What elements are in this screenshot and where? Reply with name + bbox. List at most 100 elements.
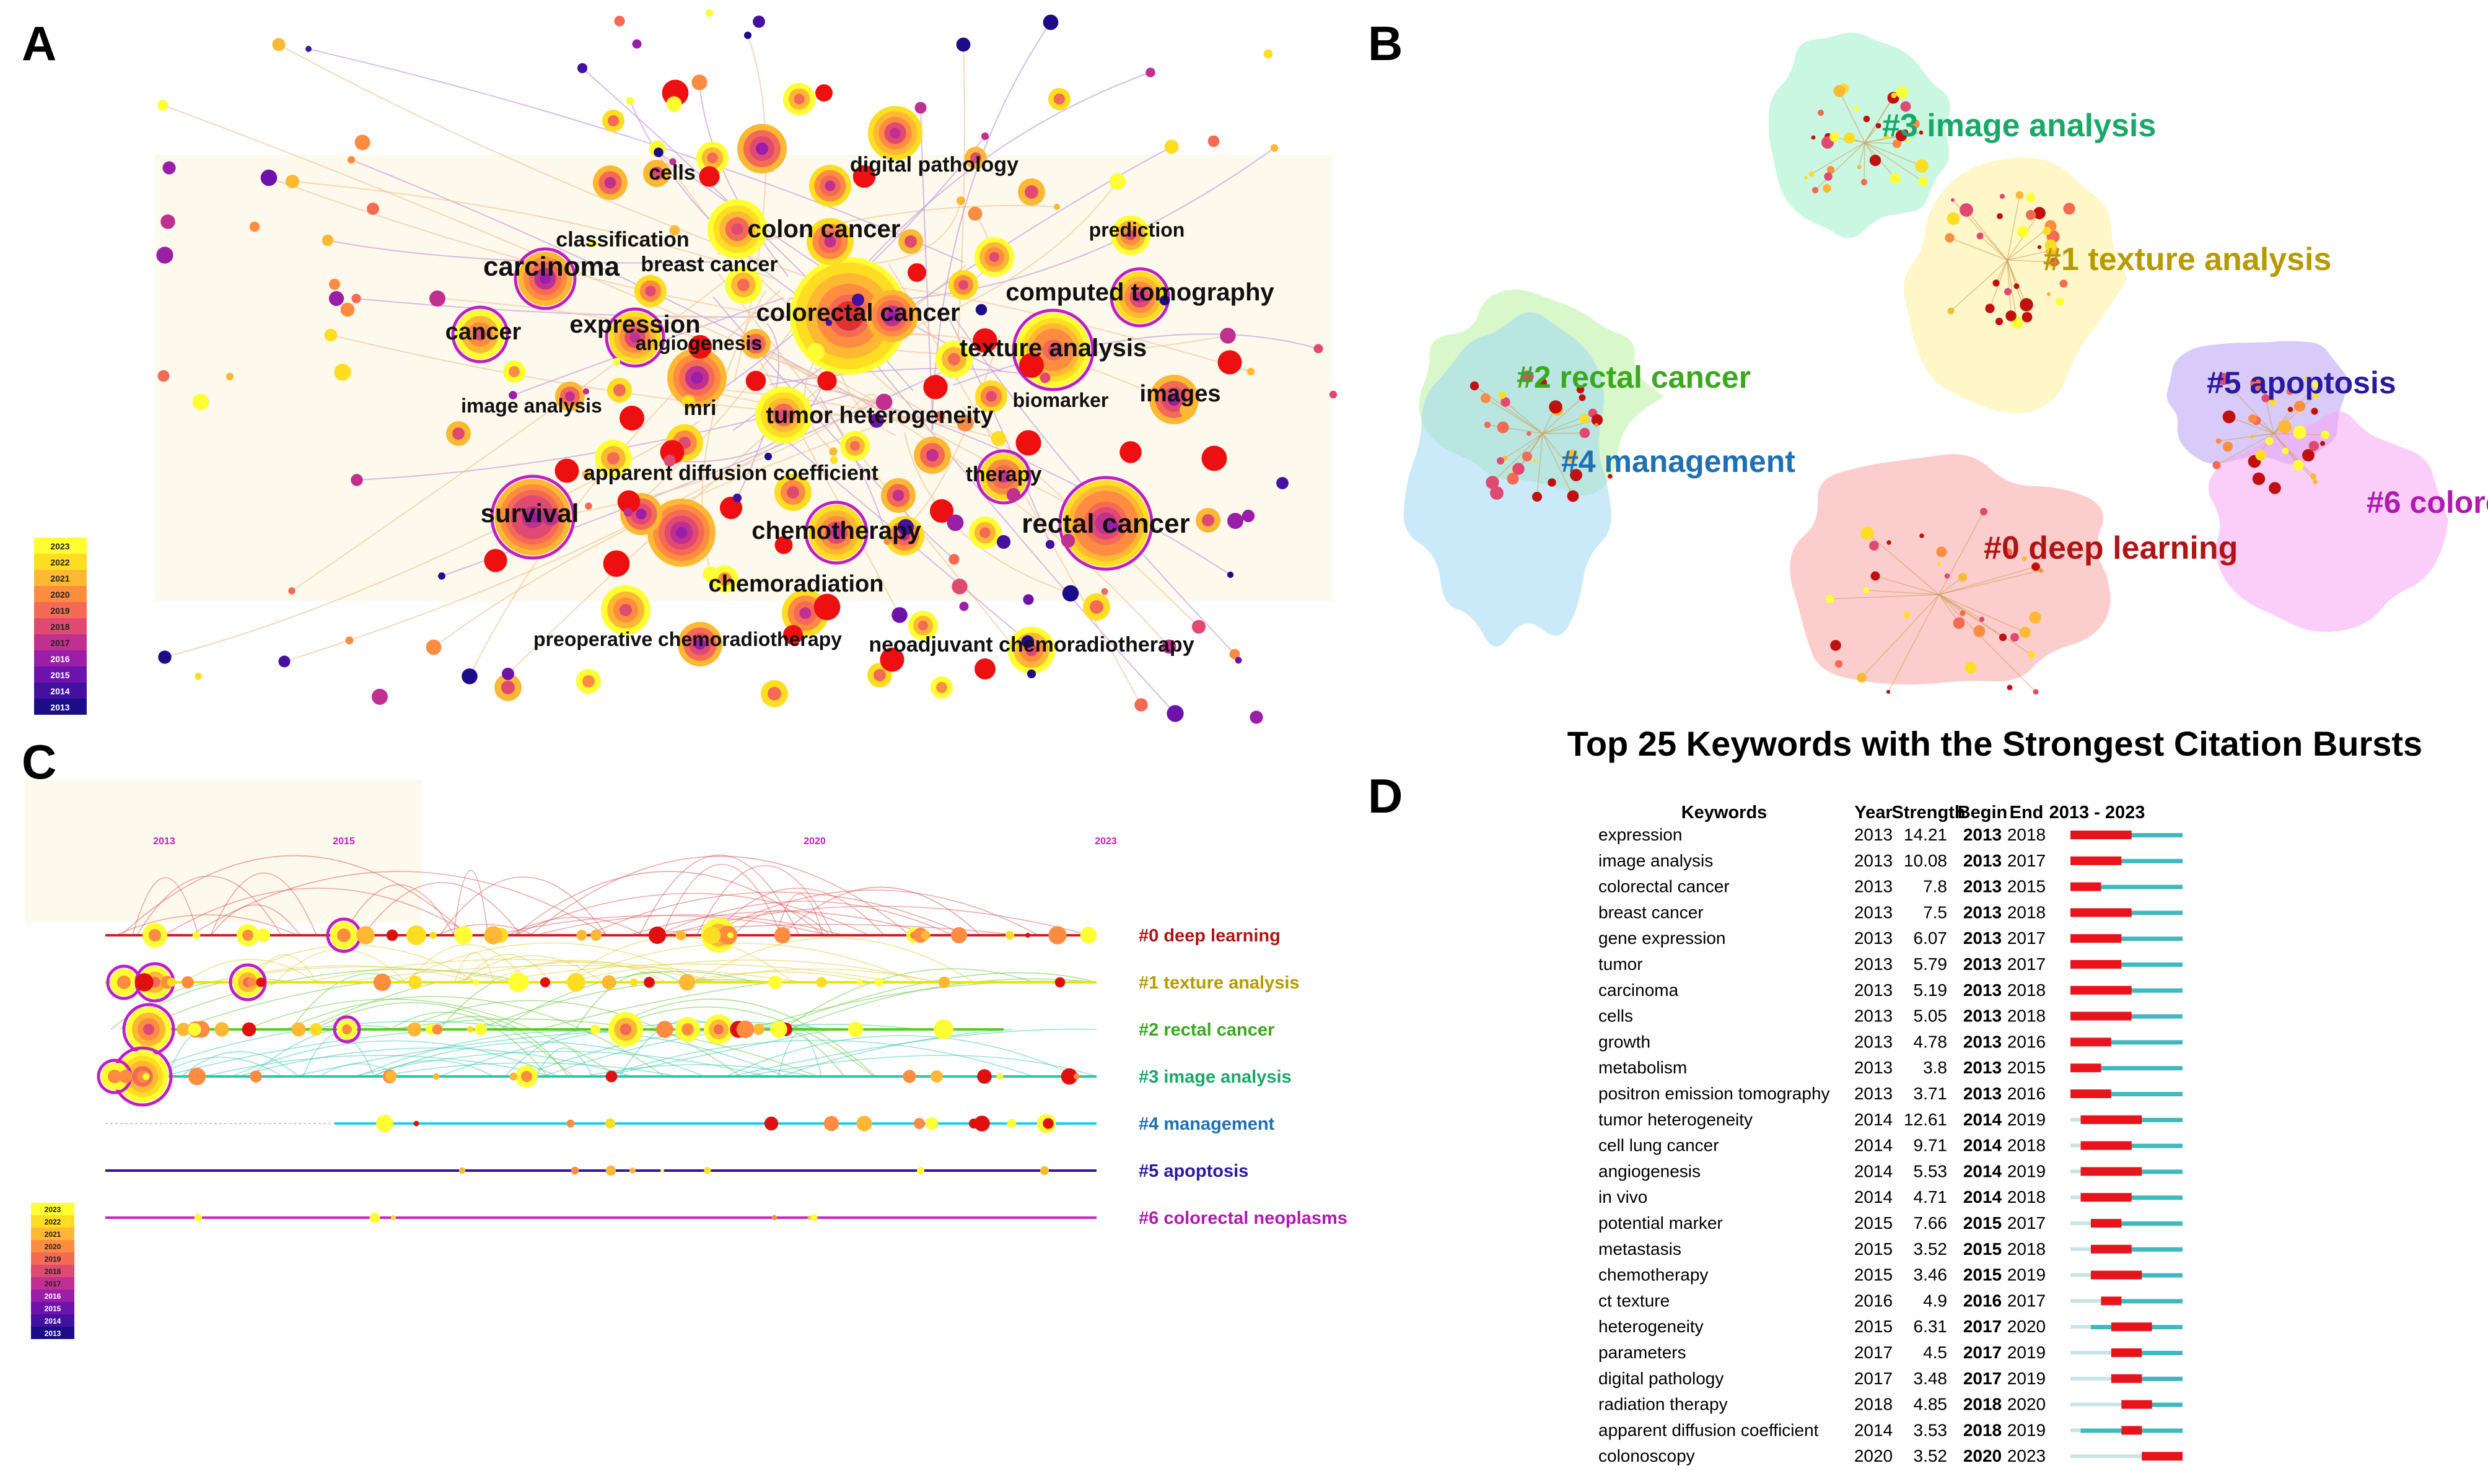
cluster-node [1995, 317, 2004, 326]
timeline-node [704, 1015, 734, 1044]
cluster-region [2209, 411, 2448, 632]
row-keyword: potential marker [1598, 1213, 1723, 1233]
keyword-label: angiogenesis [636, 332, 763, 354]
burst-timeline [2090, 1221, 2183, 1226]
row-strength: 3.52 [1914, 1446, 1948, 1465]
keyword-node [761, 680, 788, 707]
keyword-label: computed tomography [1005, 279, 1274, 306]
cluster-node [1979, 616, 1985, 622]
keyword-node [969, 517, 1001, 549]
burst-bar [2070, 908, 2132, 917]
keyword-node [351, 474, 363, 486]
keyword-node [1048, 88, 1071, 110]
legend-swatch [34, 634, 87, 650]
cluster-node [2313, 479, 2318, 484]
keyword-node [931, 676, 953, 699]
row-begin: 2020 [1963, 1446, 2002, 1465]
keyword-node [1111, 216, 1150, 255]
keyword-node [908, 611, 938, 640]
timeline-node [567, 973, 585, 992]
row-keyword: in vivo [1598, 1187, 1647, 1207]
keyword-node [334, 364, 351, 381]
timeline-node [142, 923, 167, 948]
year-tick: 2015 [333, 836, 355, 847]
row-year: 2013 [1854, 928, 1893, 948]
cluster-node [1997, 213, 2003, 219]
cluster-node [1498, 391, 1507, 399]
row-keyword: growth [1598, 1032, 1650, 1051]
keyword-node [880, 647, 905, 672]
timeline-node [605, 1118, 616, 1129]
keyword-node [602, 110, 624, 132]
cluster-node [1497, 457, 1504, 465]
timeline-node [1040, 1166, 1049, 1176]
burst-before [2070, 1143, 2081, 1148]
keyword-node [1250, 710, 1263, 724]
cluster-node [1886, 540, 1891, 545]
keyword-node [815, 84, 833, 102]
timeline-node [119, 1070, 133, 1083]
keyword-node [192, 393, 209, 411]
row-year: 2013 [1854, 851, 1893, 870]
keyword-node [968, 206, 983, 221]
cluster-node [1804, 176, 1808, 180]
cluster-label: #0 deep learning [1984, 530, 2238, 566]
timeline-node [291, 1022, 306, 1037]
keyword-node [446, 421, 471, 446]
timeline-node [406, 925, 426, 945]
row-year: 2020 [1854, 1446, 1893, 1465]
timeline-node [385, 1071, 396, 1082]
cluster-node [1833, 85, 1846, 97]
timeline-label: #3 image analysis [1139, 1067, 1292, 1087]
row-strength: 4.9 [1923, 1291, 1947, 1310]
keyword-node [1119, 441, 1142, 463]
keyword-node [157, 370, 170, 382]
keyword-node [898, 229, 923, 254]
cluster-node [1892, 139, 1902, 149]
keyword-node [1207, 135, 1220, 147]
row-keyword: digital pathology [1598, 1369, 1724, 1388]
timeline-node [736, 1020, 755, 1039]
legend-year: 2016 [50, 654, 69, 664]
keyword-node [1246, 367, 1255, 376]
keyword-node [612, 357, 621, 366]
keyword-node [957, 196, 965, 205]
burst-before [2070, 1117, 2081, 1122]
cluster-node [1953, 617, 1965, 629]
cluster-label: #1 texture analysis [2043, 242, 2331, 277]
row-strength: 4.78 [1914, 1032, 1948, 1051]
timeline-label: #0 deep learning [1139, 926, 1281, 946]
cluster-node [1960, 203, 1973, 217]
legend-year: 2017 [45, 1280, 61, 1288]
cluster-node [1486, 476, 1499, 489]
legend-year: 2022 [50, 557, 69, 567]
burst-bar [2101, 1296, 2122, 1306]
keyword-node [1145, 68, 1155, 77]
keyword-node [1220, 328, 1236, 344]
cluster-node [1886, 689, 1891, 694]
row-end: 2019 [2007, 1110, 2046, 1129]
legend-swatch [34, 650, 87, 666]
keyword-node [329, 279, 340, 290]
burst-timeline [2070, 884, 2183, 889]
legend-year: 2013 [50, 702, 69, 712]
cluster-node [1875, 123, 1881, 129]
keyword-node [347, 155, 356, 164]
keyword-node [725, 266, 762, 303]
keyword-node [1276, 477, 1289, 489]
keyword-node [809, 165, 851, 207]
keyword-label: digital pathology [850, 153, 1018, 177]
row-end: 2018 [2007, 1239, 2046, 1259]
timeline-node [188, 1023, 201, 1036]
timeline-node [484, 926, 502, 945]
keyword-label: image analysis [461, 395, 602, 417]
cluster-node [1860, 526, 1874, 540]
keyword-node [322, 234, 334, 247]
row-keyword: metastasis [1598, 1239, 1681, 1259]
keyword-node [891, 607, 908, 623]
cluster-node [2004, 288, 2012, 295]
